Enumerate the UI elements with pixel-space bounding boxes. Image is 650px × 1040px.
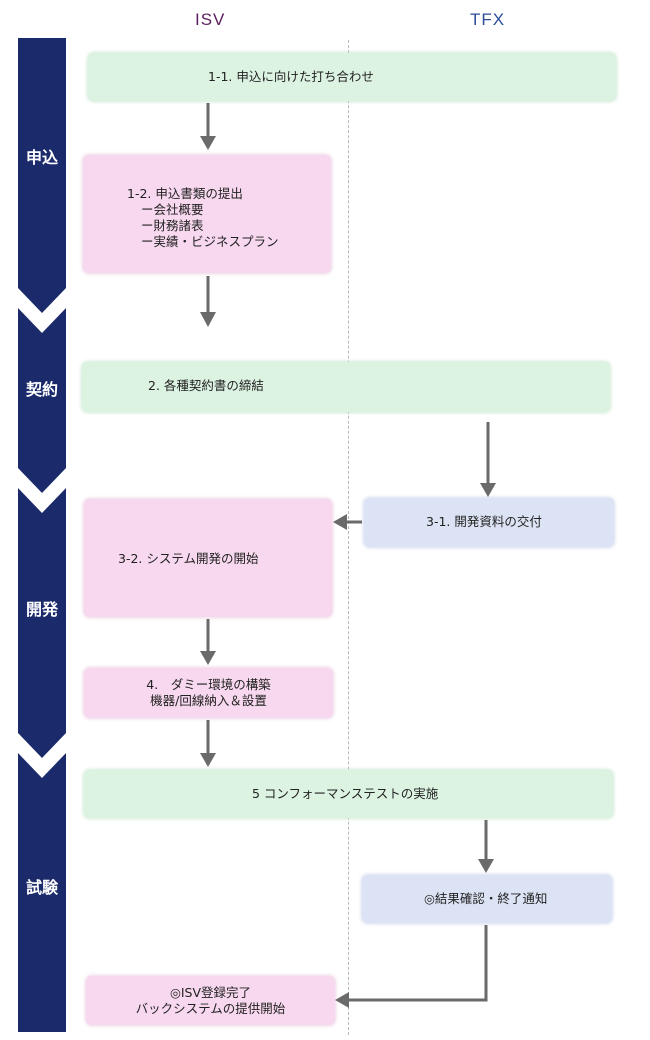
step-1-2-item-financials: ー財務諸表	[141, 218, 204, 233]
step-5-text: 5 コンフォーマンステストの実施	[252, 786, 439, 801]
phase-label-test: 試験	[25, 878, 58, 897]
step-isv-registered: ◎ISV登録完了 バックシステムの提供開始	[86, 976, 335, 1025]
phase-segment-develop	[18, 488, 66, 758]
phase-label-contract: 契約	[25, 380, 58, 399]
step-2-text: 2. 各種契約書の締結	[148, 378, 264, 393]
lane-divider	[348, 40, 349, 1035]
lane-header-isv: ISV	[195, 10, 226, 29]
step-3-2-text: 3-2. システム開発の開始	[118, 551, 259, 566]
phase-label-apply: 申込	[25, 148, 58, 167]
arrowhead-2	[200, 312, 216, 327]
step-4-line2: 機器/回線納入＆設置	[150, 693, 267, 708]
phase-segment-test	[18, 753, 66, 1032]
step-1-2-title: 1-2. 申込書類の提出	[127, 186, 243, 201]
phase-segment-apply	[18, 38, 66, 313]
arrowhead-3	[480, 483, 496, 497]
arrowhead-4	[333, 514, 347, 530]
step-4-line1: 4. ダミー環境の構築	[146, 677, 271, 692]
step-1-1-text: 1-1. 申込に向けた打ち合わせ	[208, 69, 374, 84]
step-result-text: ◎結果確認・終了通知	[424, 891, 548, 906]
step-1-1-meeting: 1-1. 申込に向けた打ち合わせ	[88, 53, 616, 101]
arrowhead-7	[478, 859, 494, 873]
step-3-1-materials: 3-1. 開発資料の交付	[364, 498, 614, 547]
phase-segment-contract	[18, 308, 66, 493]
step-2-contract: 2. 各種契約書の締結	[82, 362, 610, 412]
phase-label-develop: 開発	[25, 600, 58, 619]
lane-header-tfx: TFX	[470, 10, 506, 29]
arrowhead-1	[200, 136, 216, 150]
step-3-1-text: 3-1. 開発資料の交付	[426, 514, 542, 529]
step-final-line2: バックシステムの提供開始	[135, 1001, 286, 1016]
arrowhead-5	[200, 651, 216, 665]
step-5-conformance: 5 コンフォーマンステストの実施	[84, 770, 613, 818]
arrowhead-8	[335, 992, 349, 1008]
arrowhead-6	[200, 753, 216, 767]
step-result-notice: ◎結果確認・終了通知	[362, 875, 612, 923]
step-1-2-documents: 1-2. 申込書類の提出 ー会社概要 ー財務諸表 ー実績・ビジネスプラン	[83, 155, 331, 273]
step-3-2-development: 3-2. システム開発の開始	[84, 499, 332, 617]
arrow-result-to-final	[348, 925, 488, 1002]
step-4-dummy-env: 4. ダミー環境の構築 機器/回線納入＆設置	[84, 668, 333, 718]
step-final-line1: ◎ISV登録完了	[169, 985, 252, 1000]
step-1-2-item-plan: ー実績・ビジネスプラン	[141, 234, 279, 249]
phase-bar	[18, 38, 66, 1032]
step-1-2-item-company: ー会社概要	[141, 202, 204, 217]
